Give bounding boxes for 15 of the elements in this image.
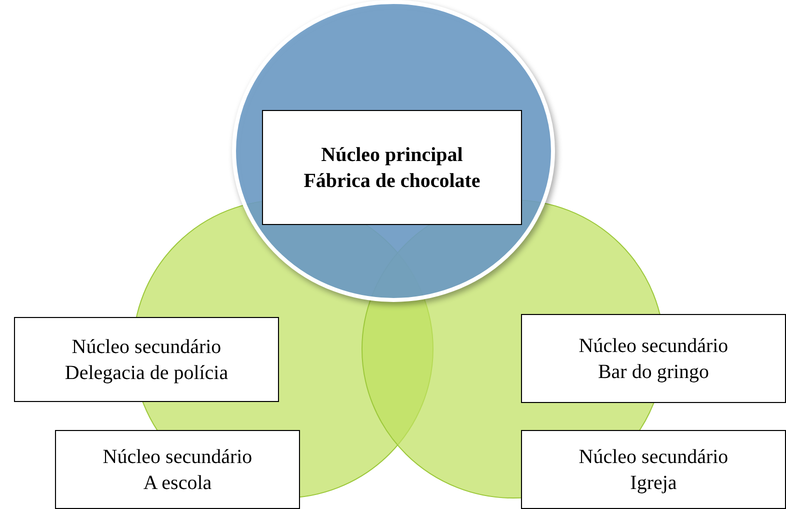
text-box: [521, 314, 786, 403]
box-text: Igreja: [630, 470, 677, 496]
text-box: [14, 317, 279, 402]
text-box: [262, 110, 522, 225]
box-text: Fábrica de chocolate: [304, 168, 480, 194]
box-text: A escola: [143, 470, 212, 496]
box-text: Núcleo secundário: [578, 334, 728, 358]
text-box: [521, 430, 786, 509]
box-text: Núcleo principal: [321, 142, 463, 168]
box-text: Bar do gringo: [598, 360, 710, 384]
box-text: Núcleo secundário: [578, 444, 728, 470]
box-text: Delegacia de polícia: [64, 360, 228, 386]
text-box: [55, 430, 300, 509]
box-text: Núcleo secundário: [72, 334, 222, 360]
box-text: Núcleo secundário: [102, 444, 252, 470]
